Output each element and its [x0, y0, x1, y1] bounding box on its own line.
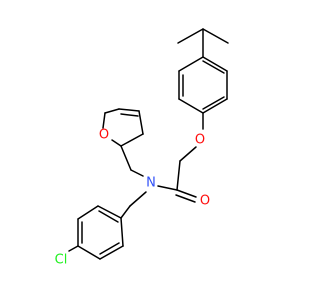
bond	[99, 245, 124, 260]
bond	[175, 194, 196, 203]
bond	[176, 189, 197, 198]
bond	[157, 185, 178, 191]
atom-label-o-carbonyl: O	[200, 194, 210, 209]
bond	[68, 245, 79, 252]
bond	[177, 28, 204, 44]
atom-labels: O O O N Cl	[55, 128, 210, 268]
bond	[98, 210, 119, 223]
bond	[118, 108, 140, 112]
bond	[120, 145, 132, 171]
bond	[120, 217, 124, 247]
molecule-structure: O O O N Cl	[55, 28, 229, 268]
bond	[111, 139, 122, 147]
bond	[104, 108, 120, 114]
atom-label-cl: Cl	[55, 253, 68, 268]
bond	[77, 205, 99, 220]
bond	[178, 98, 204, 114]
bond	[77, 245, 101, 260]
bond	[99, 242, 120, 255]
bond	[130, 169, 144, 177]
bond	[202, 98, 228, 114]
atom-label-o-ring: O	[99, 128, 109, 143]
bond	[202, 60, 225, 74]
bond	[120, 113, 139, 117]
bond	[120, 205, 131, 219]
bond	[176, 160, 181, 191]
atom-label-n-amide: N	[146, 176, 156, 191]
bonds	[68, 28, 229, 260]
bond	[178, 56, 204, 72]
bond	[129, 191, 147, 207]
bond	[202, 96, 225, 110]
bond	[179, 146, 197, 162]
bond	[202, 56, 228, 72]
bond	[138, 110, 144, 135]
bond	[97, 205, 122, 219]
bond	[120, 133, 144, 147]
atom-label-o-ether: O	[195, 133, 205, 148]
bond	[202, 28, 229, 44]
bond	[102, 112, 106, 129]
